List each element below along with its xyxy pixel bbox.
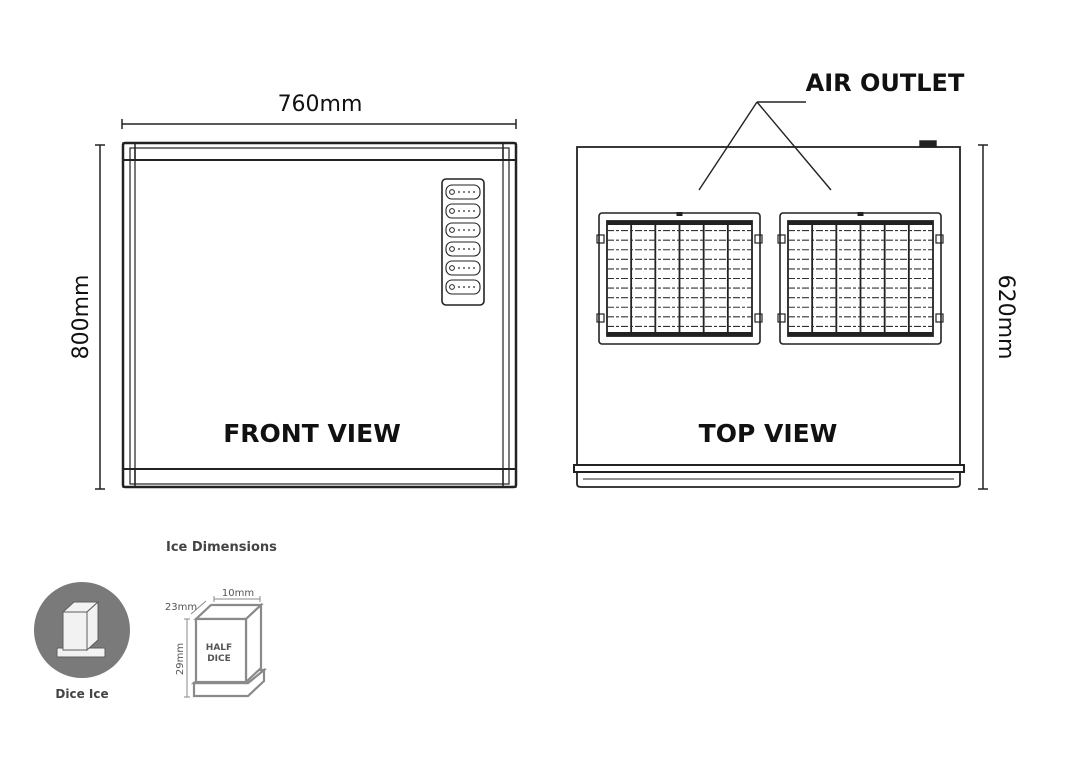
panel-button: [445, 184, 481, 200]
half-dice-label-line2: DICE: [207, 654, 231, 664]
front-view-title: FRONT VIEW: [223, 419, 401, 448]
height-label: 800mm: [69, 275, 94, 360]
ice-dimension-lines: [184, 596, 261, 698]
width-dimension: [121, 119, 517, 129]
dice-ice-badge: [34, 582, 130, 678]
front-cabinet: [121, 141, 518, 489]
ice-dim-height: 29mm: [175, 643, 186, 675]
height-dimension: [95, 144, 105, 490]
panel-button: [445, 222, 481, 238]
top-cabinet: [573, 140, 965, 488]
panel-button: [445, 260, 481, 276]
ice-dimensions-title: Ice Dimensions: [166, 540, 277, 555]
air-outlet-label: AIR OUTLET: [806, 69, 965, 97]
top-view-title: TOP VIEW: [699, 419, 838, 448]
air-outlet-leaders: [698, 101, 832, 191]
top-view: 620mm AIR OUTLET TOP VIEW: [573, 69, 1018, 490]
depth-dimension: [978, 144, 988, 490]
ice-dim-top: 10mm: [222, 588, 254, 599]
ice-dim-depth: 23mm: [165, 602, 197, 613]
panel-button: [445, 241, 481, 257]
control-panel: [441, 178, 485, 306]
ice-dimensions: Ice Dimensions Dice Ice HALF DICE: [34, 540, 277, 701]
ice-cube-icon: [56, 600, 106, 658]
grille-1: [596, 212, 763, 345]
grille-2: [777, 212, 944, 345]
air-outlet-grilles: [596, 212, 944, 345]
front-view: 760mm 800mm: [69, 92, 518, 490]
width-label: 760mm: [278, 92, 363, 117]
depth-label: 620mm: [993, 275, 1018, 360]
panel-button: [445, 279, 481, 295]
half-dice-drawing: [190, 602, 268, 698]
panel-button: [445, 203, 481, 219]
half-dice-label-line1: HALF: [206, 643, 232, 653]
dice-ice-label: Dice Ice: [55, 687, 108, 701]
